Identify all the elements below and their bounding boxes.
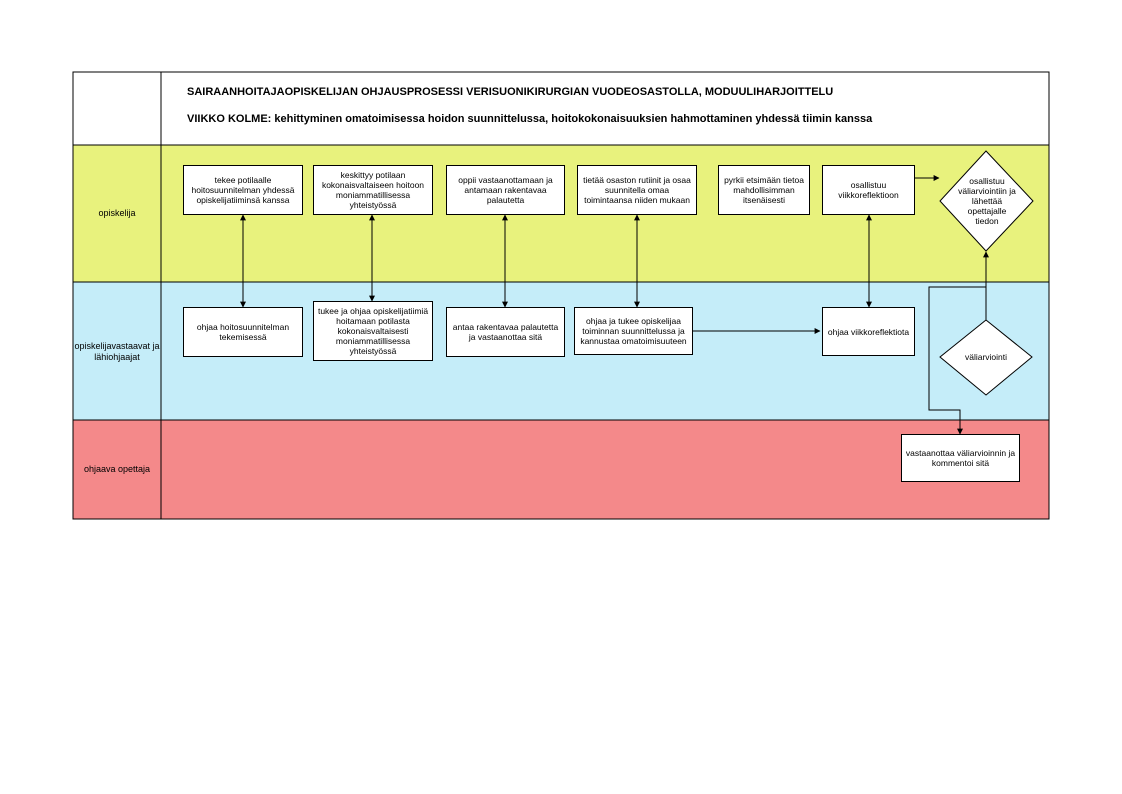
- diamond-valiarviointi-opiskelija: [939, 150, 1034, 252]
- connectors: [240, 175, 989, 435]
- grid-lines: [72, 71, 1050, 520]
- step-ohjaa-viikkoreflektiota: ohjaa viikkoreflektiota: [822, 307, 915, 356]
- diamond-text-valiarviointi: väliarviointi: [964, 352, 1008, 362]
- step-tiedon-etsiminen: pyrkii etsimään tietoa mahdollisimman it…: [718, 165, 810, 215]
- lane-label-opiskelija: opiskelija: [98, 208, 136, 218]
- step-vastaanottaa-valiarvioinnin: vastaanottaa väliarvioinnin ja kommentoi…: [901, 434, 1020, 482]
- step-kokonaisvaltainen-hoito: keskittyy potilaan kokonaisvaltaiseen ho…: [313, 165, 433, 215]
- step-ohjaa-hoitosuunnitelma: ohjaa hoitosuunnitelman tekemisessä: [183, 307, 303, 357]
- step-ohjaa-tukee: ohjaa ja tukee opiskelijaa toiminnan suu…: [574, 307, 693, 355]
- lane-label-lahiohjaajat: opiskelijavastaavat ja lähiohjaajat: [74, 341, 160, 362]
- step-tukee-ohjaa: tukee ja ohjaa opiskelijatiimiä hoitamaa…: [313, 301, 433, 361]
- page-subtitle: VIIKKO KOLME: kehittyminen omatoimisessa…: [187, 113, 873, 125]
- diamond-valiarviointi: [939, 319, 1033, 396]
- page-title: SAIRAANHOITAJAOPISKELIJAN OHJAUSPROSESSI…: [187, 86, 834, 98]
- diamond-text-osallistuu-valiarviointiin: osallistuu väliarviointiin ja lähettää o…: [958, 176, 1016, 226]
- step-antaa-palautetta: antaa rakentavaa palautetta ja vastaanot…: [446, 307, 565, 357]
- step-hoitosuunnitelma: tekee potilaalle hoitosuunnitelman yhdes…: [183, 165, 303, 215]
- lane-label-opettaja: ohjaava opettaja: [83, 464, 151, 474]
- step-rutiinit: tietää osaston rutiinit ja osaa suunnite…: [577, 165, 697, 215]
- step-viikkoreflektio: osallistuu viikkoreflektioon: [822, 165, 915, 215]
- lane-opettaja: [73, 420, 1049, 519]
- step-palaute: oppii vastaanottamaan ja antamaan rakent…: [446, 165, 565, 215]
